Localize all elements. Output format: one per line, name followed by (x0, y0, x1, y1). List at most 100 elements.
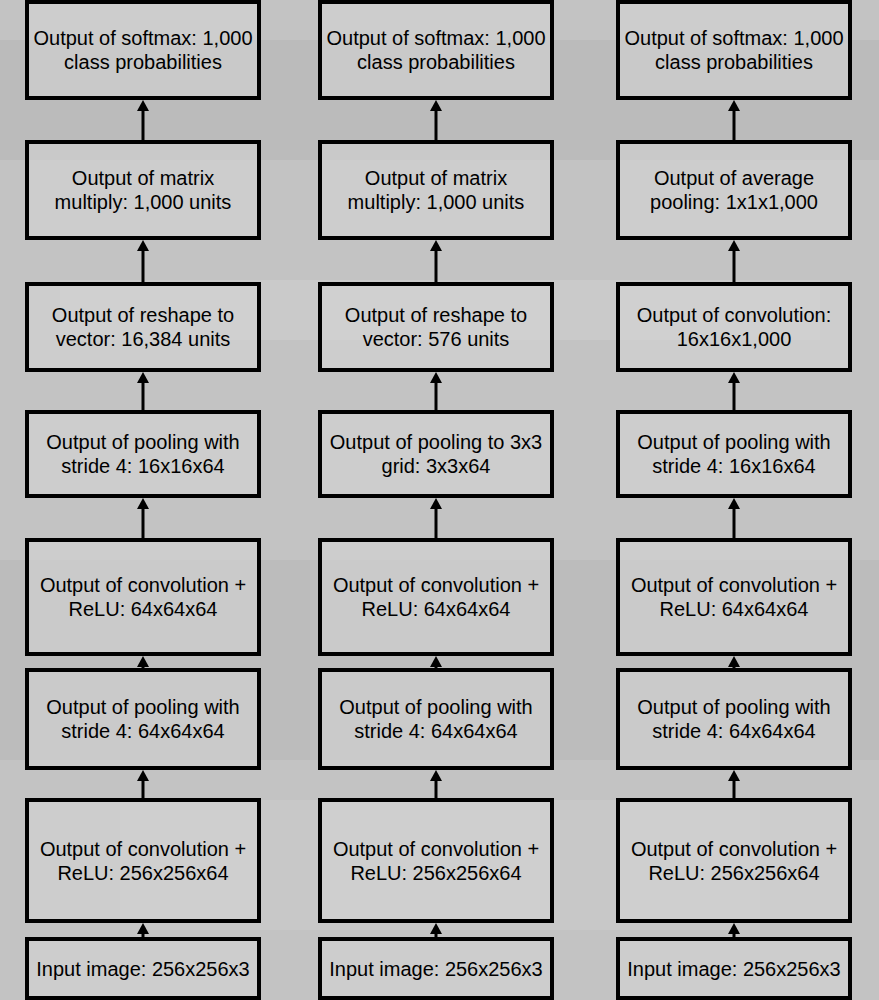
layer-box: Output of matrix multiply: 1,000 units (25, 140, 261, 240)
arrow-shaft (733, 111, 736, 140)
layer-box: Output of convolution + ReLU: 64x64x64 (318, 538, 554, 656)
arrow-head (728, 240, 740, 251)
flow-arrow (430, 498, 442, 538)
arrow-shaft (142, 781, 145, 798)
layer-box: Output of convolution + ReLU: 256x256x64 (318, 798, 554, 923)
layer-label: Output of matrix multiply: 1,000 units (33, 166, 253, 214)
layer-box: Output of softmax: 1,000 class probabili… (616, 0, 852, 100)
flow-arrow (728, 498, 740, 538)
arrow-shaft (142, 383, 145, 410)
layer-label: Output of pooling with stride 4: 64x64x6… (624, 695, 844, 743)
arrow-head (728, 656, 740, 667)
arrow-head (728, 770, 740, 781)
layer-box: Output of reshape to vector: 16,384 unit… (25, 282, 261, 372)
layer-label: Output of convolution + ReLU: 256x256x64 (326, 837, 546, 885)
layer-box: Output of reshape to vector: 576 units (318, 282, 554, 372)
arrow-shaft (435, 251, 438, 282)
flow-arrow (430, 770, 442, 798)
layer-box: Output of pooling with stride 4: 64x64x6… (318, 668, 554, 770)
layer-box: Input image: 256x256x3 (616, 937, 852, 1000)
arrow-head (430, 923, 442, 934)
arrow-shaft (142, 509, 145, 538)
layer-box: Output of convolution + ReLU: 64x64x64 (616, 538, 852, 656)
arrow-head (430, 372, 442, 383)
flow-arrow (137, 770, 149, 798)
layer-box: Output of softmax: 1,000 class probabili… (318, 0, 554, 100)
arrow-head (430, 656, 442, 667)
layer-label: Output of pooling with stride 4: 16x16x6… (624, 430, 844, 478)
flow-arrow (137, 240, 149, 282)
flow-arrow (137, 372, 149, 410)
arrow-shaft (733, 383, 736, 410)
layer-box: Output of pooling with stride 4: 16x16x6… (616, 410, 852, 498)
layer-box: Output of average pooling: 1x1x1,000 (616, 140, 852, 240)
flow-arrow (137, 498, 149, 538)
layer-label: Output of reshape to vector: 576 units (326, 303, 546, 351)
layer-label: Output of pooling with stride 4: 16x16x6… (33, 430, 253, 478)
layer-label: Output of softmax: 1,000 class probabili… (326, 26, 546, 74)
arrow-head (728, 498, 740, 509)
flow-arrow (430, 656, 442, 668)
arrow-shaft (435, 111, 438, 140)
layer-label: Output of convolution + ReLU: 64x64x64 (33, 573, 253, 621)
arrow-head (137, 656, 149, 667)
flow-arrow (728, 100, 740, 140)
layer-box: Input image: 256x256x3 (318, 937, 554, 1000)
arrow-head (137, 498, 149, 509)
arrow-head (137, 100, 149, 111)
layer-box: Output of pooling with stride 4: 64x64x6… (25, 668, 261, 770)
arrow-shaft (435, 509, 438, 538)
arrow-head (728, 100, 740, 111)
layer-label: Output of pooling to 3x3 grid: 3x3x64 (326, 430, 546, 478)
layer-box: Output of convolution + ReLU: 64x64x64 (25, 538, 261, 656)
layer-label: Output of pooling with stride 4: 64x64x6… (326, 695, 546, 743)
layer-label: Output of convolution + ReLU: 64x64x64 (624, 573, 844, 621)
arrow-head (430, 240, 442, 251)
arrow-shaft (142, 111, 145, 140)
layer-label: Input image: 256x256x3 (329, 957, 543, 981)
arrow-shaft (733, 509, 736, 538)
layer-box: Output of convolution + ReLU: 256x256x64 (616, 798, 852, 923)
arrow-shaft (142, 251, 145, 282)
layer-box: Output of pooling with stride 4: 16x16x6… (25, 410, 261, 498)
arrow-head (137, 240, 149, 251)
layer-label: Output of pooling with stride 4: 64x64x6… (33, 695, 253, 743)
layer-box: Output of pooling with stride 4: 64x64x6… (616, 668, 852, 770)
arrow-shaft (435, 781, 438, 798)
flow-arrow (430, 100, 442, 140)
flow-arrow (728, 770, 740, 798)
layer-label: Output of softmax: 1,000 class probabili… (33, 26, 253, 74)
arrow-shaft (733, 251, 736, 282)
layer-label: Output of convolution: 16x16x1,000 (624, 303, 844, 351)
arrow-shaft (733, 781, 736, 798)
layer-label: Output of convolution + ReLU: 256x256x64 (33, 837, 253, 885)
flow-arrow (137, 100, 149, 140)
flow-arrow (430, 923, 442, 937)
flow-arrow (728, 372, 740, 410)
layer-box: Output of softmax: 1,000 class probabili… (25, 0, 261, 100)
flow-arrow (137, 656, 149, 668)
layer-label: Input image: 256x256x3 (627, 957, 841, 981)
layer-box: Output of matrix multiply: 1,000 units (318, 140, 554, 240)
arrow-head (137, 770, 149, 781)
flow-arrow (728, 923, 740, 937)
arrow-head (430, 498, 442, 509)
layer-box: Output of convolution: 16x16x1,000 (616, 282, 852, 372)
arrow-head (728, 923, 740, 934)
flow-arrow (430, 240, 442, 282)
layer-label: Output of average pooling: 1x1x1,000 (624, 166, 844, 214)
arrow-head (430, 770, 442, 781)
layer-label: Output of softmax: 1,000 class probabili… (624, 26, 844, 74)
layer-label: Output of convolution + ReLU: 64x64x64 (326, 573, 546, 621)
layer-label: Input image: 256x256x3 (36, 957, 250, 981)
flow-arrow (728, 240, 740, 282)
background-band (0, 560, 879, 760)
flow-arrow (728, 656, 740, 668)
flow-arrow (430, 372, 442, 410)
layer-box: Output of pooling to 3x3 grid: 3x3x64 (318, 410, 554, 498)
layer-label: Output of convolution + ReLU: 256x256x64 (624, 837, 844, 885)
arrow-head (430, 100, 442, 111)
layer-label: Output of matrix multiply: 1,000 units (326, 166, 546, 214)
